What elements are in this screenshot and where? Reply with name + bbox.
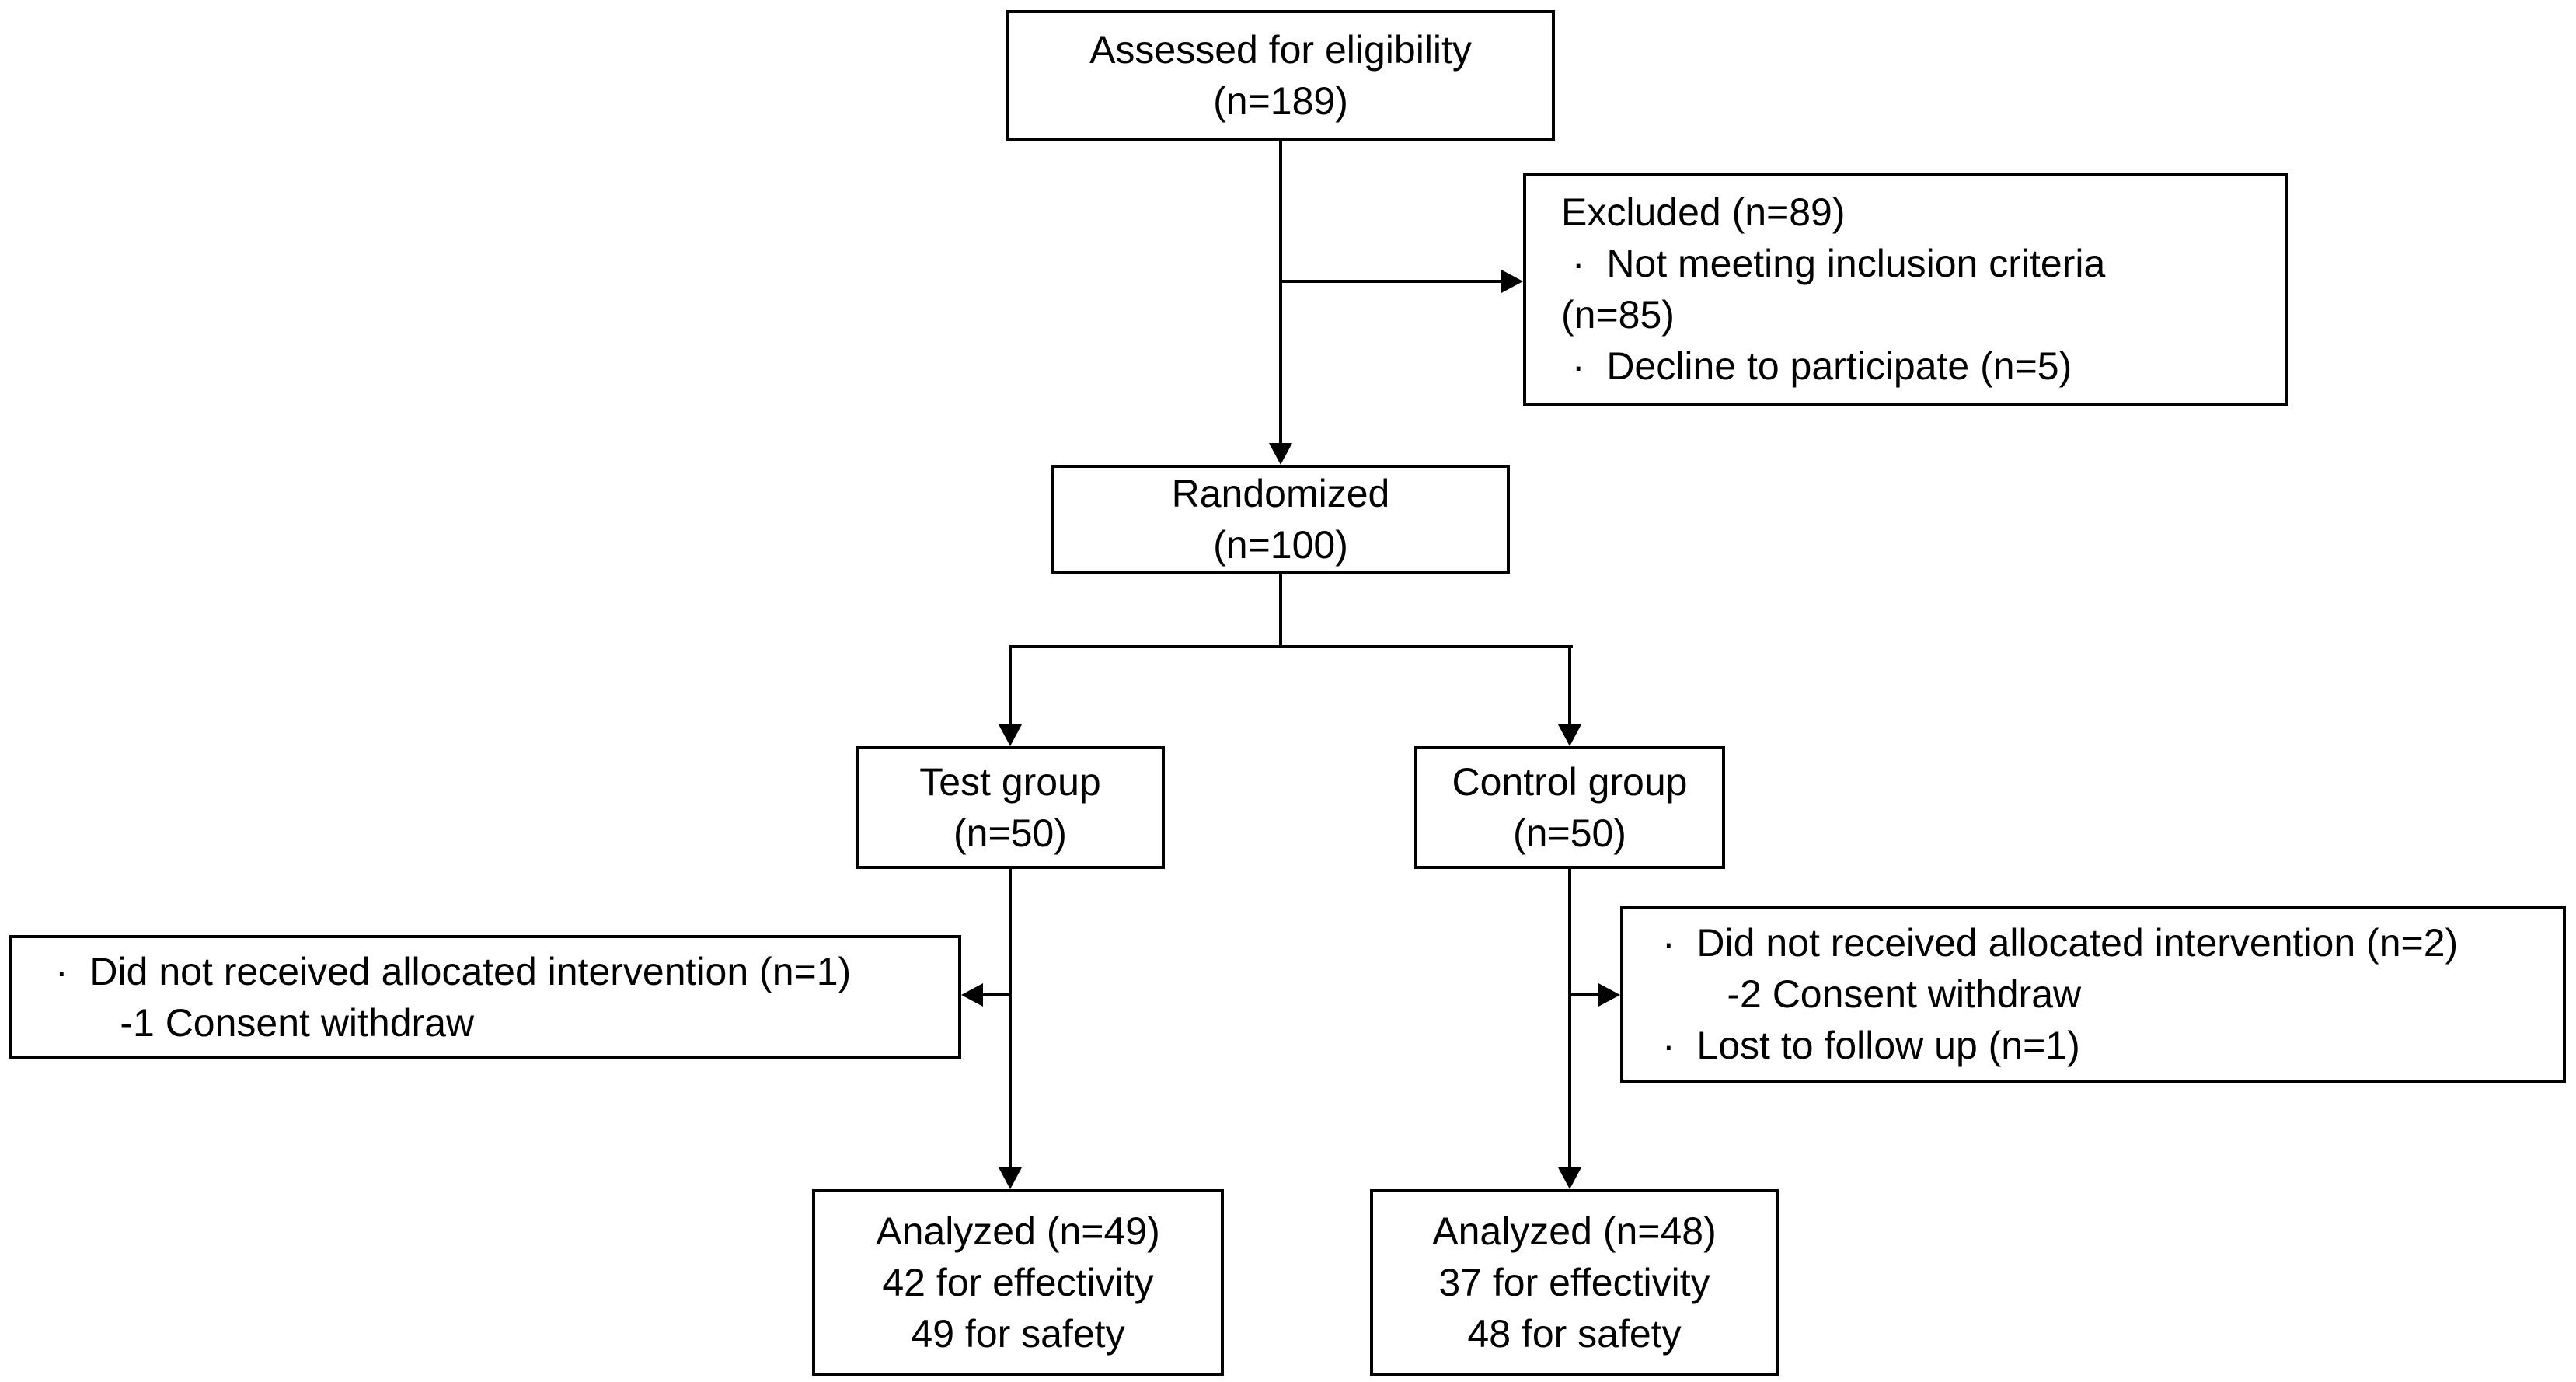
arrowhead-into-randomized-icon	[1269, 443, 1292, 465]
connector-split-horizontal	[1009, 645, 1573, 648]
box-randomized: Randomized (n=100)	[1051, 465, 1510, 574]
connector-split-to-control-group	[1568, 645, 1571, 724]
box-line: -1 Consent withdraw	[55, 1001, 475, 1045]
box-line: Assessed for eligibility	[1089, 28, 1472, 72]
arrowhead-into-analyzed-test-icon	[999, 1167, 1022, 1189]
box-excluded: Excluded (n=89) · Not meeting inclusion …	[1523, 173, 2288, 406]
arrowhead-into-test-group-icon	[999, 724, 1022, 746]
connector-control-to-analyzed	[1568, 867, 1571, 1167]
box-line: (n=85)	[1561, 293, 1675, 337]
arrowhead-into-excluded-icon	[1501, 270, 1523, 293]
box-line: -2 Consent withdraw	[1662, 972, 2082, 1016]
box-line: Excluded (n=89)	[1561, 190, 1846, 234]
box-line: (n=189)	[1213, 79, 1348, 123]
box-control-dropout: · Did not received allocated interventio…	[1620, 906, 2566, 1083]
box-line: Control group	[1452, 760, 1688, 804]
arrowhead-into-control-dropout-icon	[1598, 983, 1620, 1007]
arrowhead-into-test-dropout-icon	[961, 983, 983, 1007]
box-line: Analyzed (n=48)	[1432, 1209, 1717, 1253]
box-line: 42 for effectivity	[882, 1261, 1154, 1304]
connector-test-to-analyzed	[1009, 867, 1012, 1167]
box-line: · Did not received allocated interventio…	[1662, 921, 2459, 965]
box-line: 49 for safety	[911, 1312, 1125, 1356]
box-analyzed-control: Analyzed (n=48) 37 for effectivity 48 fo…	[1370, 1189, 1779, 1376]
box-line: 48 for safety	[1467, 1312, 1682, 1356]
connector-branch-to-control-dropout	[1571, 993, 1600, 996]
connector-randomized-to-split	[1279, 572, 1282, 647]
box-line: Analyzed (n=49)	[876, 1209, 1160, 1253]
box-line: (n=50)	[953, 811, 1067, 855]
box-analyzed-test: Analyzed (n=49) 42 for effectivity 49 fo…	[812, 1189, 1224, 1376]
box-assessed-for-eligibility: Assessed for eligibility (n=189)	[1006, 10, 1555, 141]
connector-assessed-to-randomized	[1279, 141, 1282, 443]
arrowhead-into-analyzed-control-icon	[1558, 1167, 1581, 1189]
connector-branch-to-test-dropout	[981, 993, 1012, 996]
connector-split-to-test-group	[1009, 645, 1012, 724]
box-test-group: Test group (n=50)	[856, 746, 1165, 869]
box-line: · Did not received allocated interventio…	[55, 950, 852, 993]
box-line: · Lost to follow up (n=1)	[1662, 1024, 2080, 1067]
connector-branch-to-excluded	[1279, 280, 1501, 283]
box-line: 37 for effectivity	[1438, 1261, 1710, 1304]
box-test-dropout: · Did not received allocated interventio…	[9, 935, 961, 1059]
box-line: · Not meeting inclusion criteria	[1561, 242, 2106, 285]
box-control-group: Control group (n=50)	[1414, 746, 1725, 869]
box-line: Randomized	[1171, 472, 1390, 515]
box-line: (n=100)	[1213, 523, 1348, 567]
arrowhead-into-control-group-icon	[1558, 724, 1581, 746]
box-line: Test group	[919, 760, 1101, 804]
box-line: · Decline to participate (n=5)	[1561, 344, 2072, 388]
box-line: (n=50)	[1513, 811, 1626, 855]
